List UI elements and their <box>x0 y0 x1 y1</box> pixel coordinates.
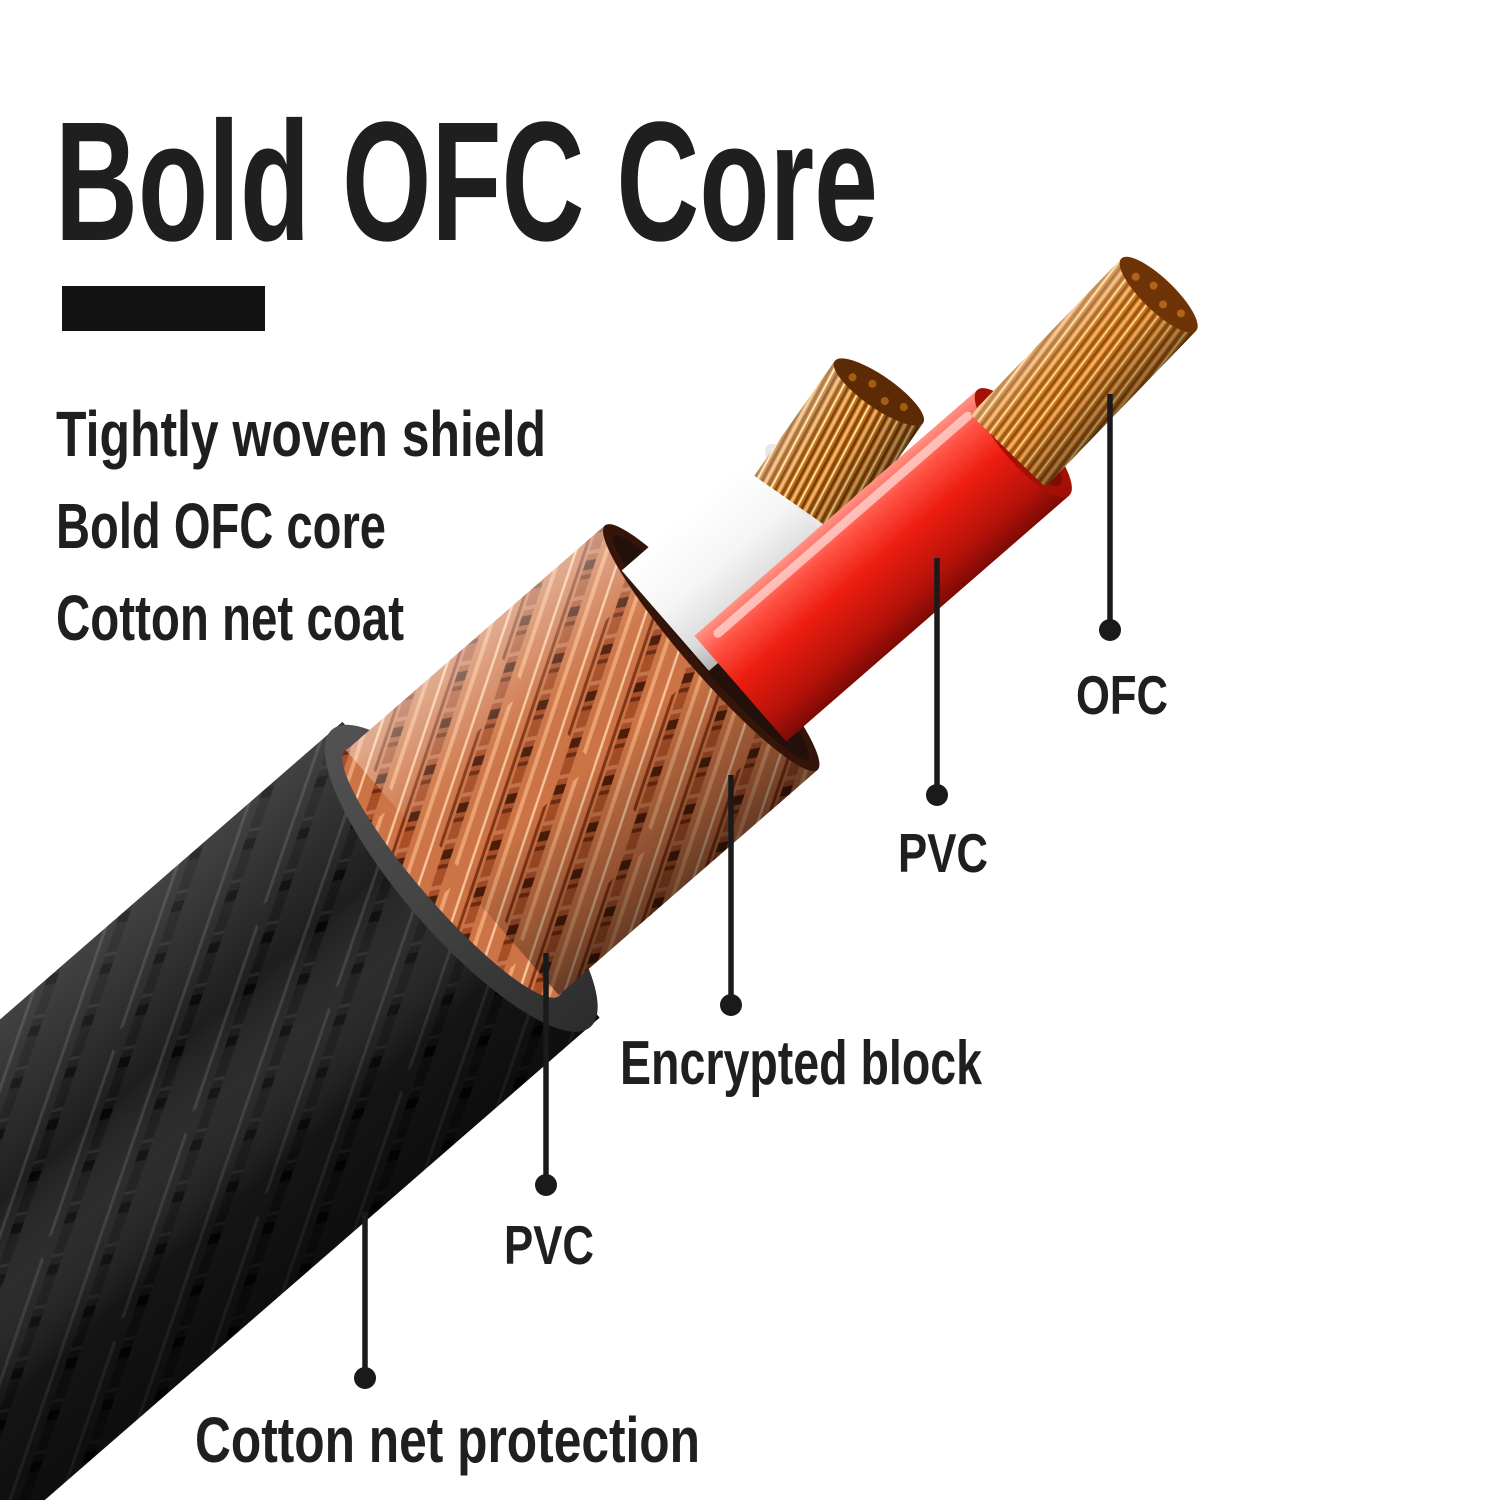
feature-list: Tightly woven shield Bold OFC core Cotto… <box>56 398 546 654</box>
red-sleeve-highlight <box>713 411 973 638</box>
feature-item-shield: Tightly woven shield <box>56 398 546 470</box>
encrypted-block-leader-dot <box>720 994 742 1016</box>
right-copper-core <box>970 256 1198 487</box>
outer-jacket-braid <box>0 721 600 1500</box>
left-copper-core <box>754 358 925 538</box>
ofc-leader-dot <box>1099 619 1121 641</box>
pvc-core-label: PVC <box>898 822 988 884</box>
ofc-label: OFC <box>1076 664 1168 726</box>
accent-bar <box>62 286 265 331</box>
cotton-net-label: Cotton net protection <box>195 1404 700 1476</box>
callout-encrypted-block: Encrypted block <box>620 775 982 1098</box>
feature-item-coat: Cotton net coat <box>56 582 404 654</box>
pvc-jacket-label: PVC <box>504 1214 594 1276</box>
callout-pvc-jacket: PVC <box>504 953 594 1276</box>
pvc-core-leader-dot <box>926 784 948 806</box>
cable-illustration <box>0 256 1198 1500</box>
feature-item-core: Bold OFC core <box>56 490 386 562</box>
callout-layer: OFC PVC Encrypted block PVC Cotton net p… <box>195 394 1168 1476</box>
cotton-net-leader-dot <box>354 1367 376 1389</box>
callout-pvc-core: PVC <box>898 558 988 884</box>
page-title: Bold OFC Core <box>55 87 878 277</box>
encrypted-block-label: Encrypted block <box>620 1029 982 1098</box>
callout-cotton-net: Cotton net protection <box>195 1212 700 1476</box>
pvc-jacket-leader-dot <box>535 1174 557 1196</box>
callout-ofc: OFC <box>1076 394 1168 726</box>
